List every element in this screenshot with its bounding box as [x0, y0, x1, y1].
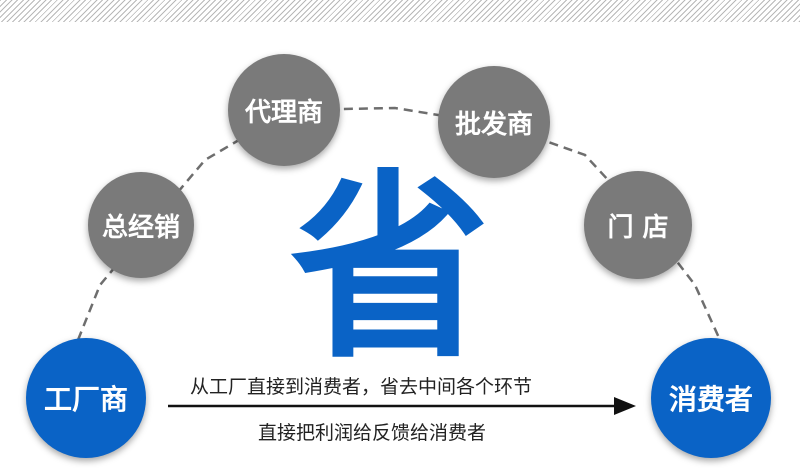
arrow-caption-top: 从工厂直接到消费者，省去中间各个环节	[190, 376, 533, 398]
center-save-char: 省	[290, 153, 491, 386]
node-wholesaler: 批发商	[438, 66, 550, 178]
node-label: 门 店	[607, 212, 669, 243]
node-label: 总经销	[101, 212, 180, 243]
node-label: 代理商	[244, 97, 323, 128]
node-factory: 工厂商	[26, 338, 146, 458]
node-agent: 代理商	[228, 54, 340, 166]
node-label: 批发商	[454, 109, 533, 140]
node-label: 工厂商	[43, 383, 128, 416]
arrow-caption-bottom: 直接把利润给反馈给消费者	[258, 422, 487, 444]
node-store: 门 店	[584, 171, 692, 279]
node-consumer: 消费者	[651, 338, 771, 458]
node-label: 消费者	[668, 383, 753, 416]
arrow-head	[614, 397, 636, 415]
node-general-distributor: 总经销	[88, 172, 194, 278]
hatched-top-border	[0, 0, 800, 22]
